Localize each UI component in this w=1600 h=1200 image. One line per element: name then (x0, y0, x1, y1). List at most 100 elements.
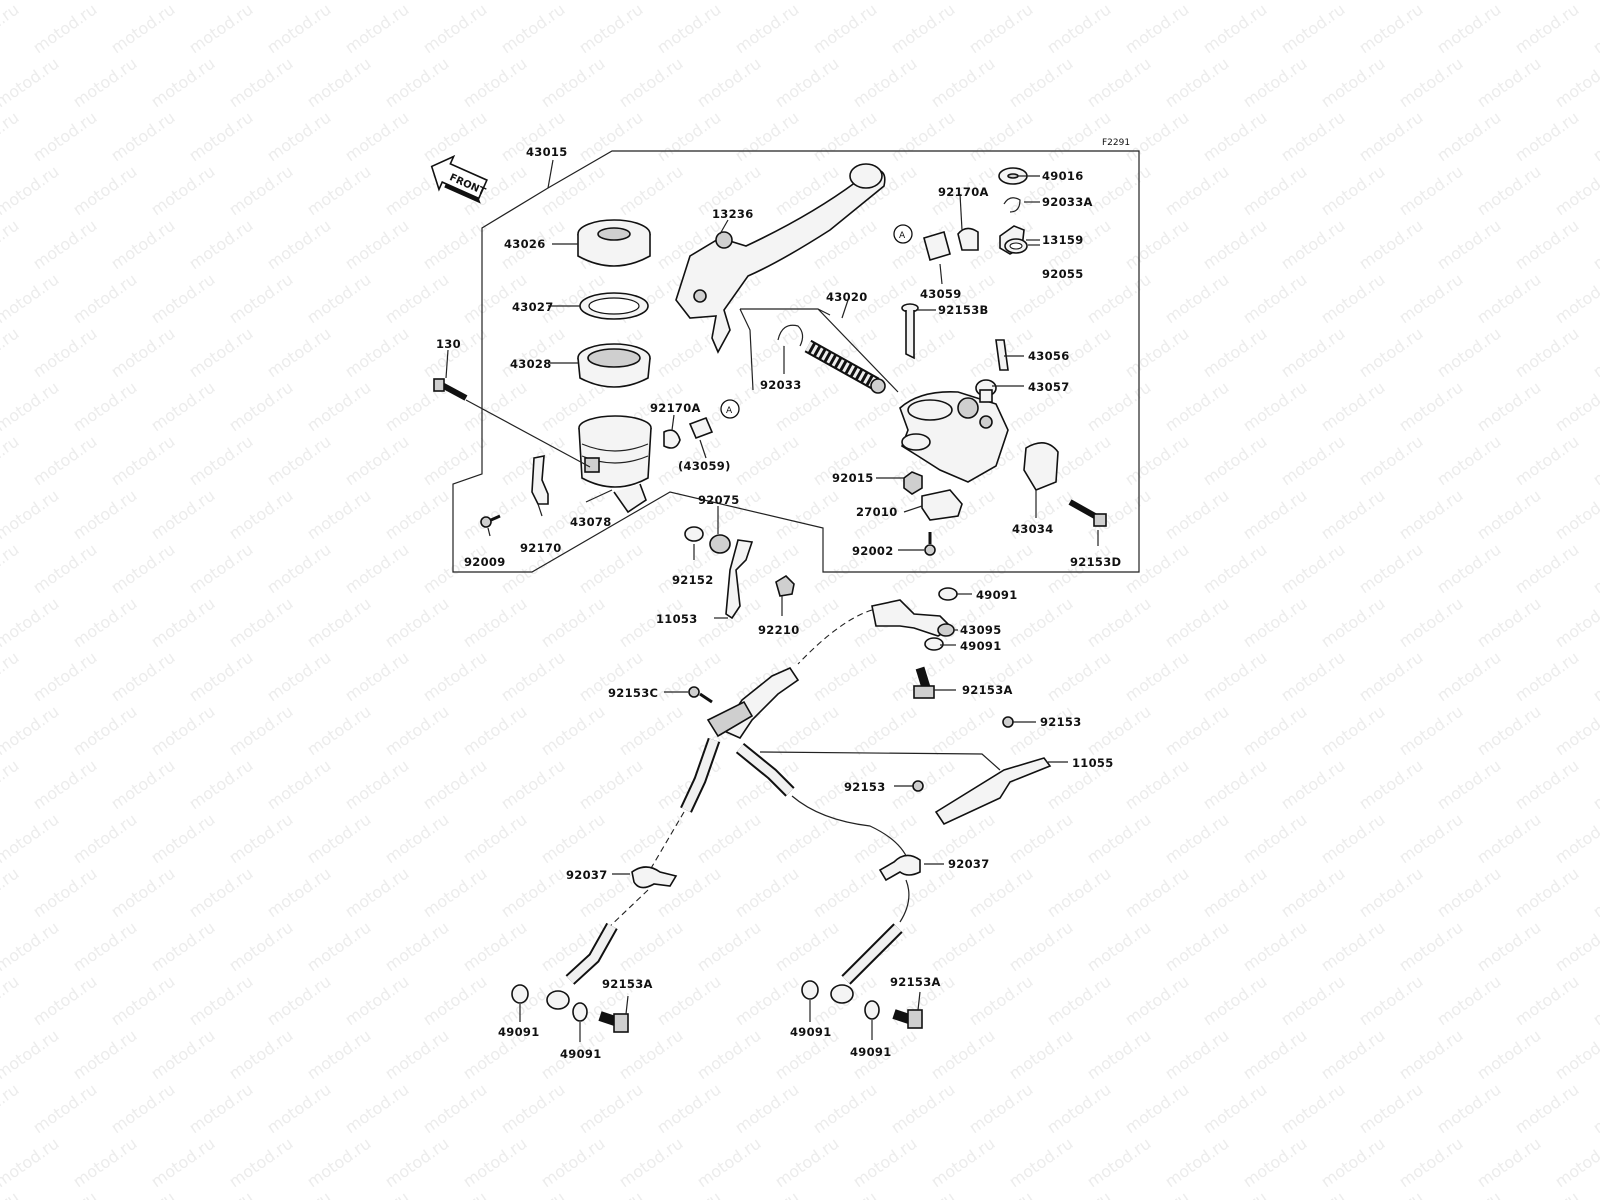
watermark-text: motod.ru (615, 162, 686, 220)
watermark-text: motod.ru (0, 972, 22, 1030)
watermark-text: motod.ru (185, 432, 256, 490)
watermark-text: motod.ru (1005, 594, 1076, 652)
watermark-text: motod.ru (927, 1026, 998, 1084)
watermark-text: motod.ru (0, 756, 22, 814)
hose-joint-icon (706, 666, 800, 740)
watermark-text: motod.ru (1433, 648, 1504, 706)
ref-marker-a-left: A (720, 399, 740, 419)
watermark-text: motod.ru (1511, 0, 1582, 57)
watermark-text: motod.ru (1551, 702, 1600, 760)
watermark-text: motod.ru (1511, 432, 1582, 490)
stay-11053-icon (725, 539, 754, 620)
washer-49091-lr-a-icon (801, 980, 819, 1000)
circlip-92033-icon (777, 324, 804, 347)
watermark-text: motod.ru (965, 108, 1036, 166)
watermark-text: motod.ru (497, 0, 568, 57)
nut-92210-icon (775, 574, 795, 597)
watermark-text: motod.ru (459, 486, 530, 544)
hose-right-branch-icon (735, 742, 795, 797)
watermark-text: motod.ru (29, 648, 100, 706)
watermark-text: motod.ru (107, 1080, 178, 1138)
watermark-text: motod.ru (107, 756, 178, 814)
banjo-lower-right-icon (830, 923, 903, 1004)
watermark-text: motod.ru (1395, 1026, 1466, 1084)
watermark-text: motod.ru (225, 1134, 296, 1192)
watermark-text: motod.ru (147, 162, 218, 220)
watermark-text: motod.ru (1395, 0, 1466, 3)
watermark-text: motod.ru (1239, 486, 1310, 544)
watermark-text: motod.ru (615, 54, 686, 112)
watermark-text: motod.ru (1043, 1188, 1114, 1200)
watermark-text: motod.ru (381, 270, 452, 328)
watermark-text: motod.ru (1161, 918, 1232, 976)
brake-lever-icon (675, 163, 886, 354)
watermark-text: motod.ru (263, 540, 334, 598)
watermark-text: motod.ru (497, 756, 568, 814)
watermark-text: motod.ru (1395, 162, 1466, 220)
watermark-text: motod.ru (1277, 864, 1348, 922)
watermark-text: motod.ru (341, 0, 412, 57)
part-label: 92152 (672, 573, 714, 587)
watermark-text: motod.ru (1161, 486, 1232, 544)
watermark-text: motod.ru (147, 378, 218, 436)
watermark-text: motod.ru (1473, 1026, 1544, 1084)
watermark-text: motod.ru (1395, 270, 1466, 328)
watermark-text: motod.ru (341, 1080, 412, 1138)
watermark-text: motod.ru (965, 864, 1036, 922)
watermark-text: motod.ru (225, 918, 296, 976)
watermark-text: motod.ru (341, 324, 412, 382)
watermark-text: motod.ru (419, 432, 490, 490)
ref-marker-a-left-text: A (726, 406, 733, 416)
watermark-text: motod.ru (0, 0, 22, 57)
watermark-text: motod.ru (185, 648, 256, 706)
watermark-text: motod.ru (1005, 0, 1076, 3)
watermark-text: motod.ru (1199, 432, 1270, 490)
watermark-text: motod.ru (381, 486, 452, 544)
watermark-text: motod.ru (303, 918, 374, 976)
watermark-text: motod.ru (341, 972, 412, 1030)
watermark-text: motod.ru (1161, 378, 1232, 436)
watermark-text: motod.ru (771, 702, 842, 760)
watermark-text: motod.ru (927, 54, 998, 112)
watermark-text: motod.ru (1395, 54, 1466, 112)
watermark-text: motod.ru (1589, 0, 1600, 57)
watermark-text: motod.ru (0, 918, 62, 976)
watermark-text: motod.ru (1551, 918, 1600, 976)
watermark-text: motod.ru (1277, 432, 1348, 490)
watermark-text: motod.ru (1511, 1188, 1582, 1200)
watermark-text: motod.ru (147, 918, 218, 976)
watermark-text: motod.ru (263, 432, 334, 490)
watermark-text: motod.ru (615, 1134, 686, 1192)
watermark-text: motod.ru (225, 594, 296, 652)
watermark-text: motod.ru (303, 0, 374, 3)
watermark-text: motod.ru (1317, 1134, 1388, 1192)
watermark-text: motod.ru (809, 648, 880, 706)
screw-92009-icon (480, 514, 501, 528)
part-label: 43059 (920, 287, 962, 301)
watermark-text: motod.ru (0, 378, 62, 436)
part-label: 49091 (850, 1045, 892, 1059)
watermark-text: motod.ru (1551, 594, 1600, 652)
watermark-text: motod.ru (29, 216, 100, 274)
watermark-text: motod.ru (459, 594, 530, 652)
watermark-text: motod.ru (497, 324, 568, 382)
part-label: 13236 (712, 207, 754, 221)
watermark-text: motod.ru (0, 1080, 22, 1138)
watermark-text: motod.ru (303, 378, 374, 436)
watermark-text: motod.ru (69, 810, 140, 868)
watermark-text: motod.ru (1005, 702, 1076, 760)
watermark-text: motod.ru (0, 648, 22, 706)
watermark-text: motod.ru (1239, 54, 1310, 112)
watermark-text: motod.ru (69, 162, 140, 220)
part-label: 130 (436, 337, 461, 351)
watermark-text: motod.ru (1199, 540, 1270, 598)
watermark-text: motod.ru (887, 0, 958, 57)
switch-27010-icon (921, 489, 963, 521)
watermark-text: motod.ru (1161, 702, 1232, 760)
watermark-text: motod.ru (225, 378, 296, 436)
ref-marker-a-top: A (893, 224, 913, 244)
watermark-text: motod.ru (459, 0, 530, 3)
piston-kit-icon (804, 339, 886, 394)
